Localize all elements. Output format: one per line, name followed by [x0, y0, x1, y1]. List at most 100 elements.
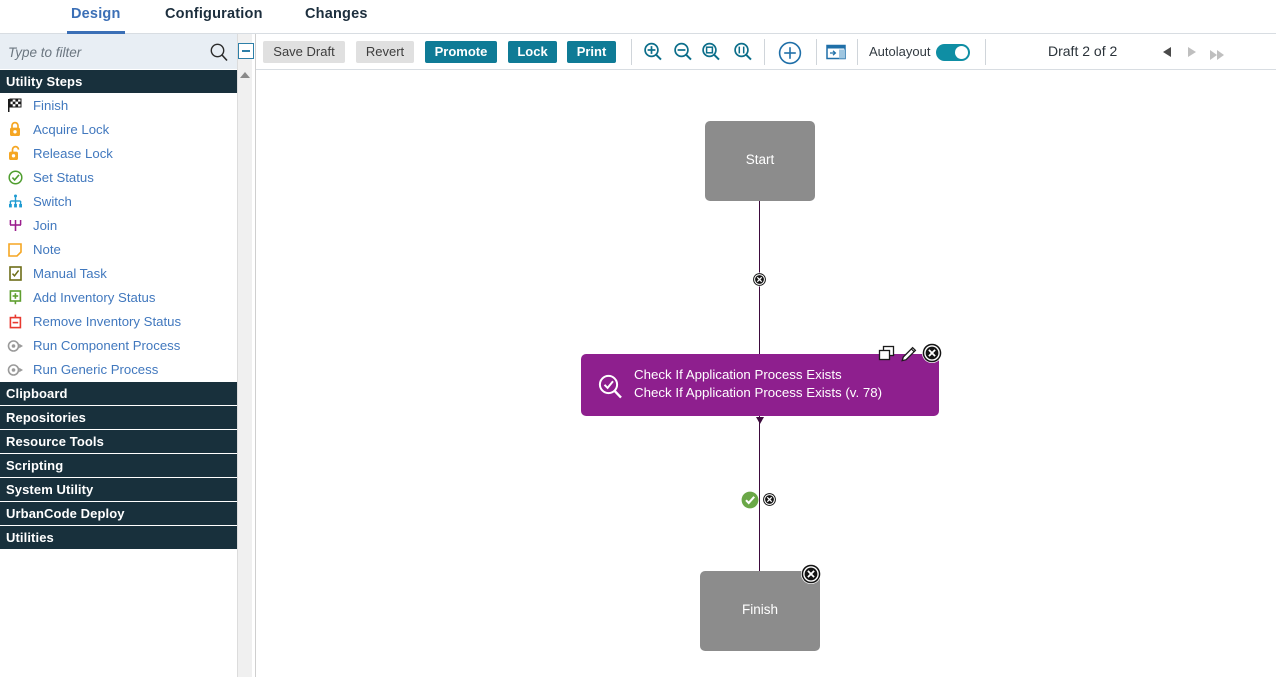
- sidebar-item-label: Acquire Lock: [33, 122, 110, 137]
- note-icon: [6, 241, 24, 257]
- sidebar-section-clipboard[interactable]: Clipboard: [0, 382, 237, 406]
- sidebar-item-label: Switch: [33, 194, 72, 209]
- save-draft-button[interactable]: Save Draft: [263, 41, 345, 63]
- collapse-panel-icon[interactable]: [238, 43, 254, 59]
- flow-edge-check-to-finish: [759, 416, 760, 637]
- sidebar-section-utility-steps[interactable]: Utility Steps: [0, 70, 237, 94]
- lock-closed-icon: [6, 121, 24, 137]
- sidebar-item-label: Add Inventory Status: [33, 290, 156, 305]
- manual-task-icon: [6, 265, 24, 281]
- sidebar-item-run-component-process[interactable]: Run Component Process: [0, 334, 237, 358]
- sidebar-item-manual-task[interactable]: Manual Task: [0, 262, 237, 286]
- join-merge-icon: [6, 217, 24, 233]
- sidebar-section-system-utility[interactable]: System Utility: [0, 478, 237, 502]
- edge-arrowhead-icon: [756, 417, 764, 424]
- process-editor: Save Draft Revert Promote Lock Print: [256, 34, 1276, 677]
- delete-step-icon[interactable]: [800, 563, 822, 590]
- sidebar-item-note[interactable]: Note: [0, 238, 237, 262]
- scroll-up-arrow-icon[interactable]: [240, 72, 250, 78]
- filter-box: [0, 34, 237, 70]
- toggle-knob: [955, 46, 968, 59]
- copy-step-icon[interactable]: [878, 345, 896, 368]
- delete-edge-icon[interactable]: [752, 272, 767, 292]
- sidebar-item-label: Set Status: [33, 170, 94, 185]
- flow-edge-start-to-check: [759, 201, 760, 424]
- sidebar-section-urbancode-deploy[interactable]: UrbanCode Deploy: [0, 502, 237, 526]
- flow-canvas[interactable]: Start: [256, 70, 1276, 677]
- sidebar-item-label: Manual Task: [33, 266, 107, 281]
- sidebar-item-label: Note: [33, 242, 61, 257]
- gear-run-icon: [6, 361, 24, 377]
- tab-configuration[interactable]: Configuration: [165, 6, 263, 22]
- remove-inventory-icon: [6, 313, 24, 329]
- node-title: Check If Application Process Exists: [634, 367, 842, 382]
- zoom-in-icon[interactable]: [641, 40, 665, 64]
- step-sections-list: Utility Steps Finish: [0, 70, 237, 677]
- toolbar-divider: [985, 39, 986, 65]
- editor-toolbar: Save Draft Revert Promote Lock Print: [256, 34, 1276, 70]
- tab-changes[interactable]: Changes: [305, 6, 368, 22]
- promote-button[interactable]: Promote: [425, 41, 497, 63]
- success-condition-icon[interactable]: [741, 491, 759, 514]
- sidebar-item-label: Finish: [33, 98, 69, 113]
- tab-design[interactable]: Design: [67, 0, 125, 34]
- sidebar-item-set-status[interactable]: Set Status: [0, 166, 237, 190]
- sidebar-section-utilities[interactable]: Utilities: [0, 526, 237, 550]
- sidebar-item-remove-inventory-status[interactable]: Remove Inventory Status: [0, 310, 237, 334]
- flow-node-start[interactable]: Start: [705, 121, 815, 201]
- node-subtitle: Check If Application Process Exists (v. …: [634, 385, 883, 400]
- toolbar-divider: [631, 39, 632, 65]
- plus-circle-icon[interactable]: [777, 40, 803, 66]
- sidebar-item-label: Remove Inventory Status: [33, 314, 182, 329]
- checkered-flag-icon: [6, 97, 24, 113]
- sidebar-section-resource-tools[interactable]: Resource Tools: [0, 430, 237, 454]
- lock-button[interactable]: Lock: [508, 41, 557, 63]
- sidebar-item-label: Run Component Process: [33, 338, 181, 353]
- delete-edge-icon[interactable]: [762, 492, 777, 512]
- palette-scrollbar[interactable]: [237, 34, 252, 677]
- toolbar-divider: [764, 39, 765, 65]
- check-circle-icon: [6, 169, 24, 185]
- autolayout-label: Autolayout: [869, 44, 931, 59]
- search-input[interactable]: [8, 42, 198, 62]
- magnifier-check-icon: [596, 372, 626, 402]
- zoom-out-icon[interactable]: [671, 40, 695, 64]
- next-version-icon[interactable]: [1188, 47, 1196, 57]
- latest-version-icon[interactable]: [1210, 47, 1226, 60]
- sidebar-section-scripting[interactable]: Scripting: [0, 454, 237, 478]
- delete-step-icon[interactable]: [921, 342, 943, 369]
- zoom-fit-icon[interactable]: [699, 40, 723, 64]
- step-palette-panel: Utility Steps Finish: [0, 34, 237, 677]
- zoom-actual-size-icon[interactable]: [731, 40, 755, 64]
- switch-branch-icon: [6, 193, 24, 209]
- sidebar-item-add-inventory-status[interactable]: Add Inventory Status: [0, 286, 237, 310]
- main-tabbar: Design Configuration Changes: [0, 0, 1276, 34]
- node-label: Finish: [741, 602, 778, 617]
- autolayout-toggle[interactable]: [936, 44, 970, 61]
- panel-divider: [255, 34, 256, 677]
- node-label: Start: [745, 152, 775, 167]
- print-button[interactable]: Print: [567, 41, 616, 63]
- flow-node-check-if-application-process-exists[interactable]: Check If Application Process Exists Chec…: [581, 354, 939, 416]
- lock-open-icon: [6, 145, 24, 161]
- gear-run-icon: [6, 337, 24, 353]
- sidebar-item-label: Release Lock: [33, 146, 113, 161]
- show-properties-panel-icon[interactable]: [824, 40, 848, 64]
- sidebar-item-release-lock[interactable]: Release Lock: [0, 142, 237, 166]
- sidebar-item-run-generic-process[interactable]: Run Generic Process: [0, 358, 237, 382]
- flow-node-finish[interactable]: Finish: [700, 571, 820, 651]
- toolbar-divider: [816, 39, 817, 65]
- sidebar-section-repositories[interactable]: Repositories: [0, 406, 237, 430]
- sidebar-item-join[interactable]: Join: [0, 214, 237, 238]
- sidebar-item-label: Run Generic Process: [33, 362, 159, 377]
- sidebar-item-finish[interactable]: Finish: [0, 94, 237, 118]
- search-icon[interactable]: [208, 41, 230, 63]
- revert-button[interactable]: Revert: [356, 41, 414, 63]
- previous-version-icon[interactable]: [1163, 47, 1171, 57]
- sidebar-item-switch[interactable]: Switch: [0, 190, 237, 214]
- draft-version-label: Draft 2 of 2: [1048, 43, 1118, 59]
- edit-step-icon[interactable]: [900, 345, 918, 368]
- sidebar-item-acquire-lock[interactable]: Acquire Lock: [0, 118, 237, 142]
- toolbar-divider: [857, 39, 858, 65]
